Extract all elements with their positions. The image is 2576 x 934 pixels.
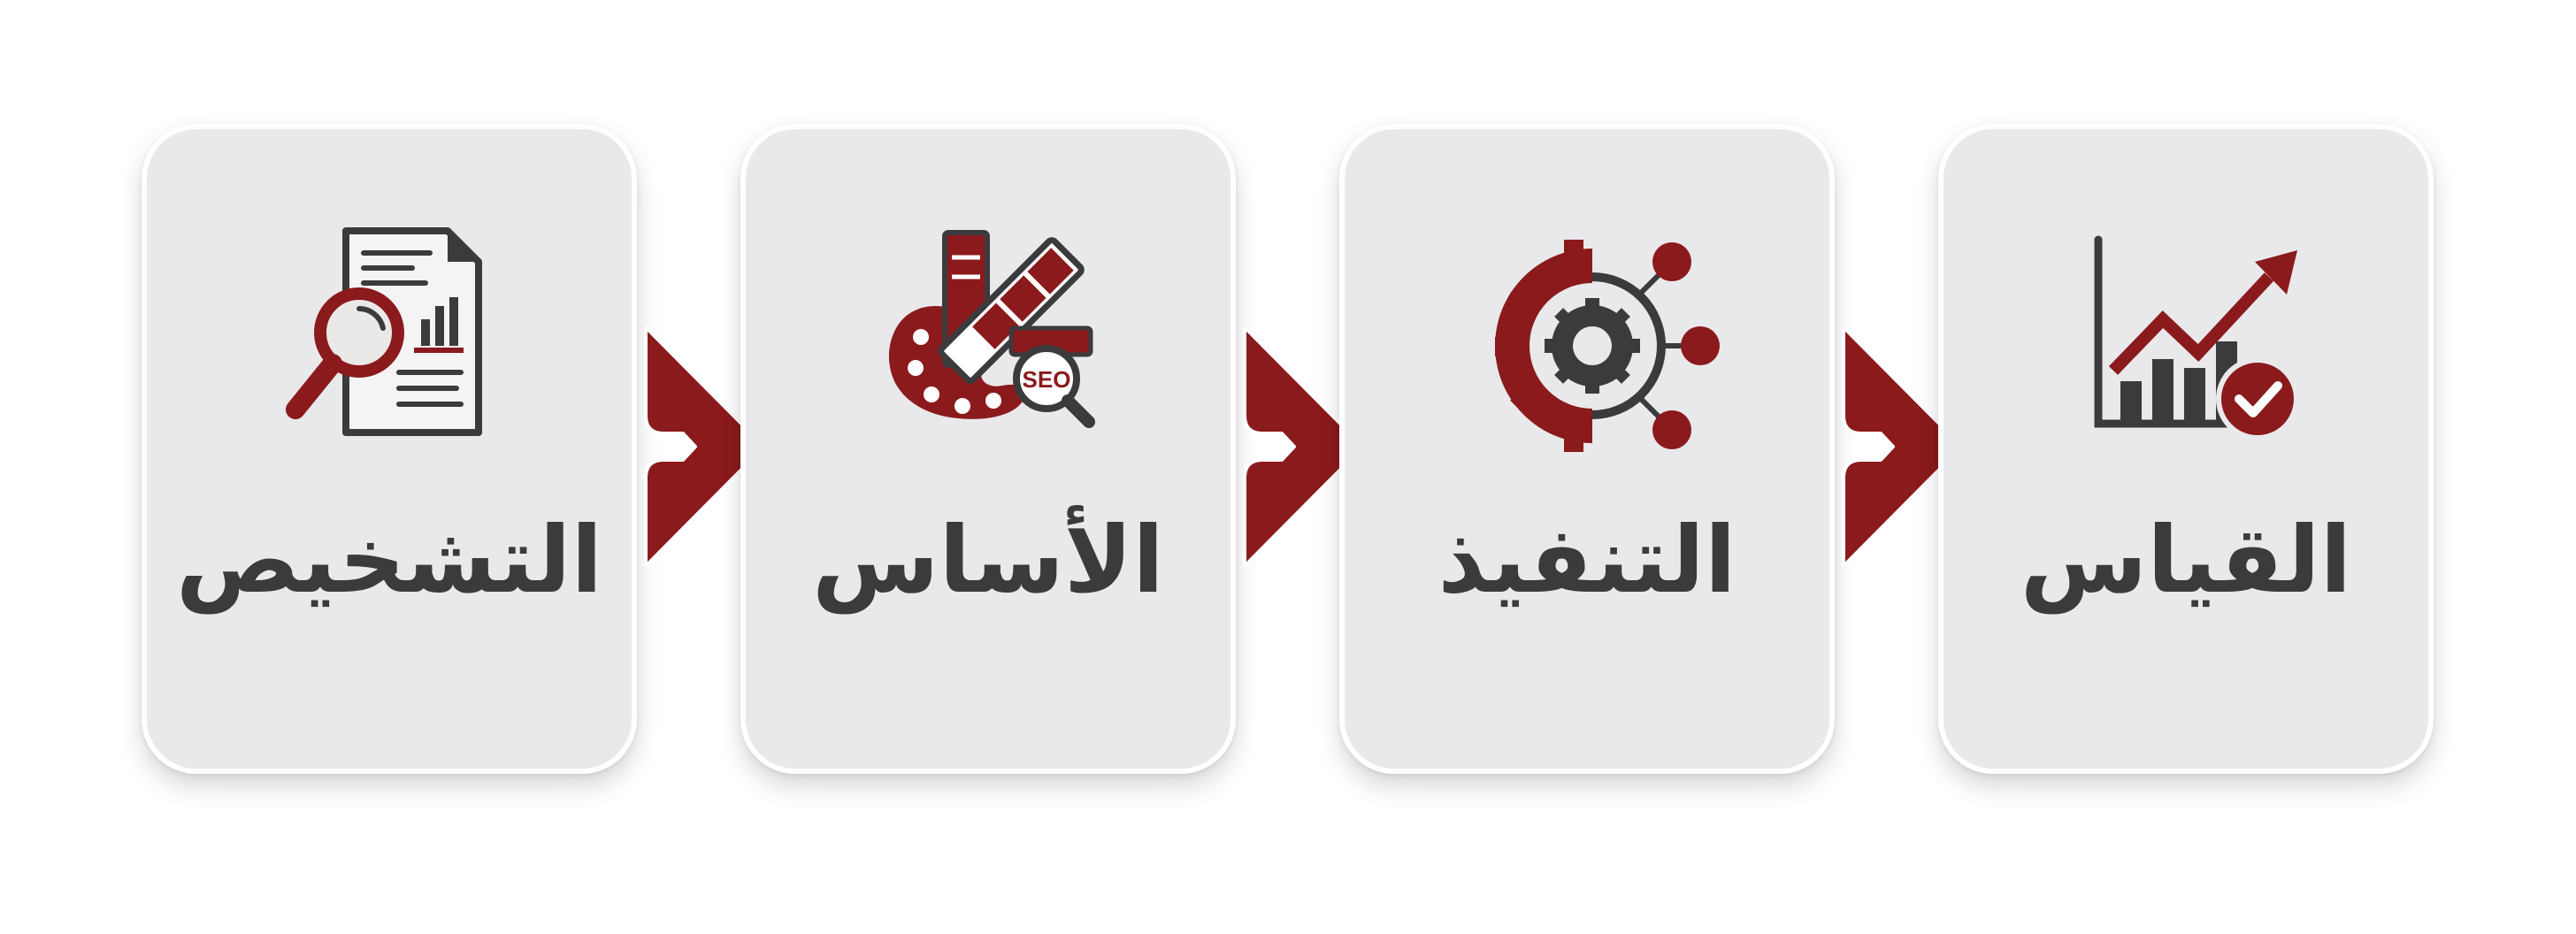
step-card-measurement: القياس: [1938, 124, 2434, 774]
step-card-foundation: SEO الأساس: [740, 124, 1236, 774]
step-card-execution: التنفيذ: [1339, 124, 1835, 774]
step-label: التنفيذ: [1438, 506, 1736, 614]
seo-badge-text: SEO: [1023, 366, 1071, 393]
palette-ruler-seo-icon: SEO: [888, 230, 1095, 428]
step-card-diagnosis: التشخيص: [142, 124, 637, 774]
gear-network-icon: [1495, 240, 1720, 452]
growth-chart-check-icon: [2094, 235, 2299, 440]
document-magnifier-chart-icon: [286, 227, 482, 436]
chevron-right-arrow-icon: [1243, 327, 1365, 566]
step-label: القياس: [2020, 506, 2352, 614]
step-label: التشخيص: [175, 506, 603, 614]
chevron-right-arrow-icon: [644, 327, 766, 566]
chevron-right-arrow-icon: [1842, 327, 1964, 566]
step-label: الأساس: [812, 506, 1164, 614]
